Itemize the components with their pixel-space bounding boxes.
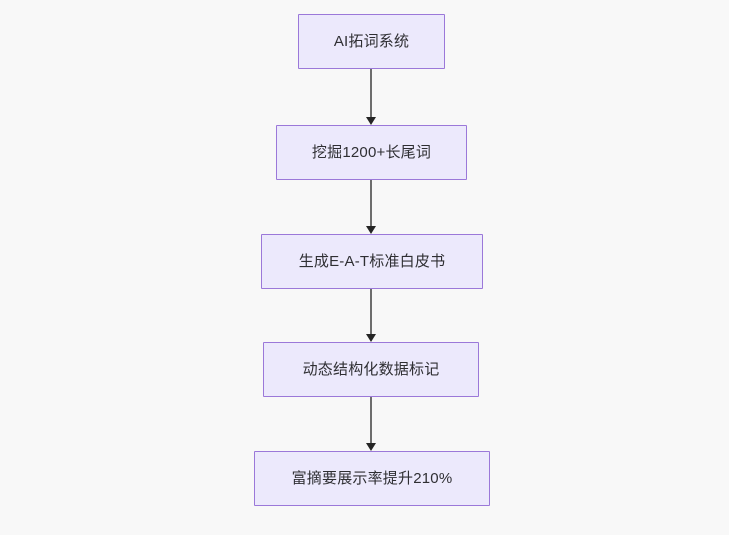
edge-line: [370, 397, 372, 444]
flow-node-label: 动态结构化数据标记: [302, 361, 440, 378]
flow-node-eat-whitepaper[interactable]: 生成E-A-T标准白皮书: [261, 234, 483, 289]
edge-line: [370, 69, 372, 118]
flow-edge-node0-to-node1: [362, 69, 380, 125]
arrowhead-down-icon: [366, 226, 376, 234]
arrowhead-down-icon: [366, 334, 376, 342]
flow-edge-node3-to-node4: [362, 397, 380, 451]
flow-node-label: 生成E-A-T标准白皮书: [298, 253, 446, 270]
flow-node-longtail-keywords[interactable]: 挖掘1200+长尾词: [276, 125, 467, 180]
flow-node-label: 富摘要展示率提升210%: [291, 470, 453, 487]
flow-node-label: AI拓词系统: [333, 33, 410, 50]
flow-node-label: 挖掘1200+长尾词: [311, 144, 432, 161]
flow-node-rich-snippet-result[interactable]: 富摘要展示率提升210%: [254, 451, 490, 506]
arrowhead-down-icon: [366, 117, 376, 125]
flow-edge-node2-to-node3: [362, 289, 380, 342]
flow-node-ai-keyword-system[interactable]: AI拓词系统: [298, 14, 445, 69]
flow-edge-node1-to-node2: [362, 180, 380, 234]
arrowhead-down-icon: [366, 443, 376, 451]
edge-line: [370, 180, 372, 227]
flow-node-structured-data-markup[interactable]: 动态结构化数据标记: [263, 342, 479, 397]
edge-line: [370, 289, 372, 335]
